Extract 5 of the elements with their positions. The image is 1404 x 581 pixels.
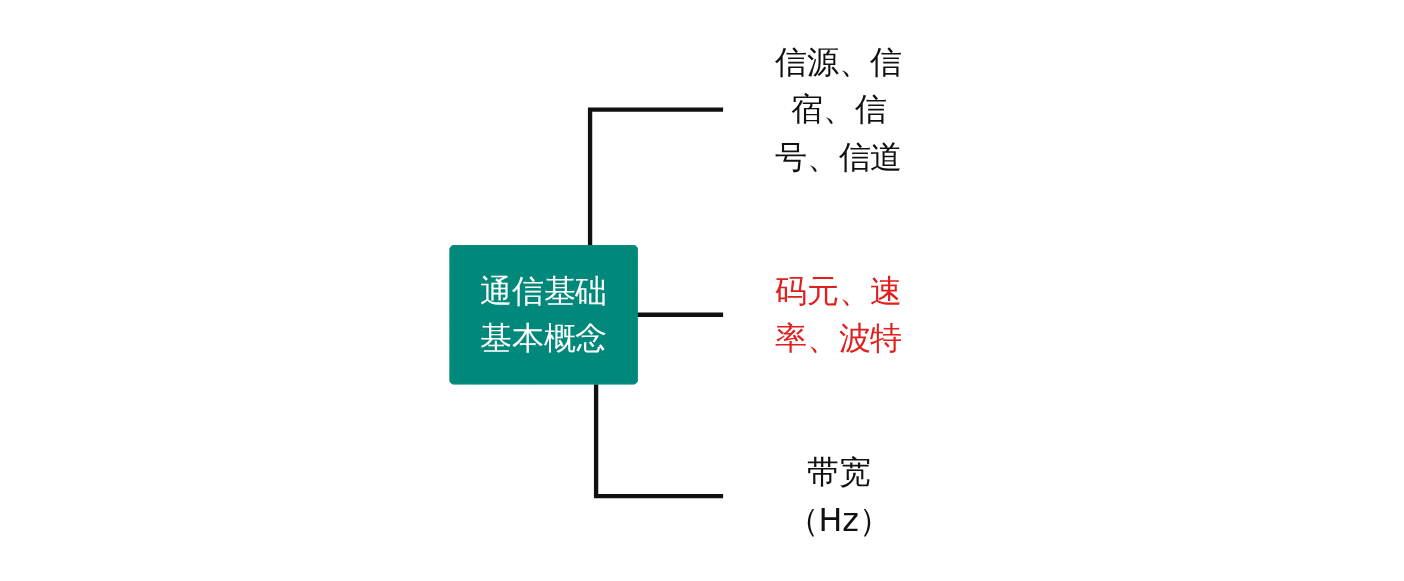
connector (587, 106, 724, 246)
node-text: 信源、信宿、信号、信道 (775, 42, 903, 175)
connector (593, 383, 724, 498)
node-text: 码元、速率、波特 (775, 271, 903, 356)
node-text: 带宽（Hz） (786, 453, 891, 538)
